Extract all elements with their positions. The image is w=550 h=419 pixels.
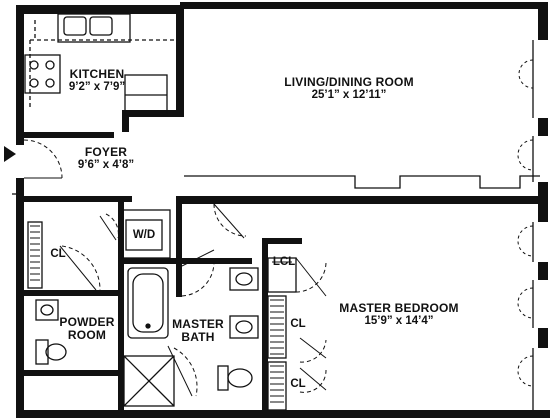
kitchen-label: KITCHEN 9’2” x 7’9” — [58, 68, 136, 93]
living-dining-name: LIVING/DINING ROOM — [284, 75, 414, 89]
master-bath-line2: BATH — [181, 329, 215, 344]
kitchen-name: KITCHEN — [69, 67, 125, 81]
closet-left-label: CL — [50, 248, 66, 260]
bedroom-closet-2-label: CL — [290, 378, 306, 390]
master-bedroom-dimensions: 15’9” x 14’4” — [364, 314, 434, 327]
kitchen-dimensions: 9’2” x 7’9” — [68, 80, 126, 93]
powder-room-line1: POWDER — [59, 315, 115, 329]
linen-closet-label: LCL — [272, 256, 296, 268]
bedroom-closet-1-label: CL — [290, 318, 306, 330]
living-dining-label: LIVING/DINING ROOM 25’1” x 12’11” — [262, 76, 436, 101]
master-bedroom-label: MASTER BEDROOM 15’9” x 14’4” — [332, 302, 466, 327]
powder-room-label: POWDER ROOM — [56, 316, 118, 341]
foyer-name: FOYER — [84, 145, 128, 159]
washer-dryer-label: W/D — [132, 229, 156, 241]
walls — [16, 2, 550, 418]
master-bedroom-name: MASTER BEDROOM — [339, 301, 459, 315]
foyer-dimensions: 9’6” x 4’8” — [77, 158, 135, 171]
foyer-label: FOYER 9’6” x 4’8” — [66, 146, 146, 171]
master-bath-label: MASTER BATH — [168, 318, 228, 343]
closet-hatching — [30, 225, 292, 403]
entry-arrow-icon — [4, 146, 16, 162]
master-bath-line1: MASTER — [172, 317, 224, 331]
powder-room-line2: ROOM — [67, 327, 107, 342]
living-dining-dimensions: 25’1” x 12’11” — [311, 88, 387, 101]
interior-lines — [12, 13, 540, 411]
door-swings — [23, 59, 534, 397]
